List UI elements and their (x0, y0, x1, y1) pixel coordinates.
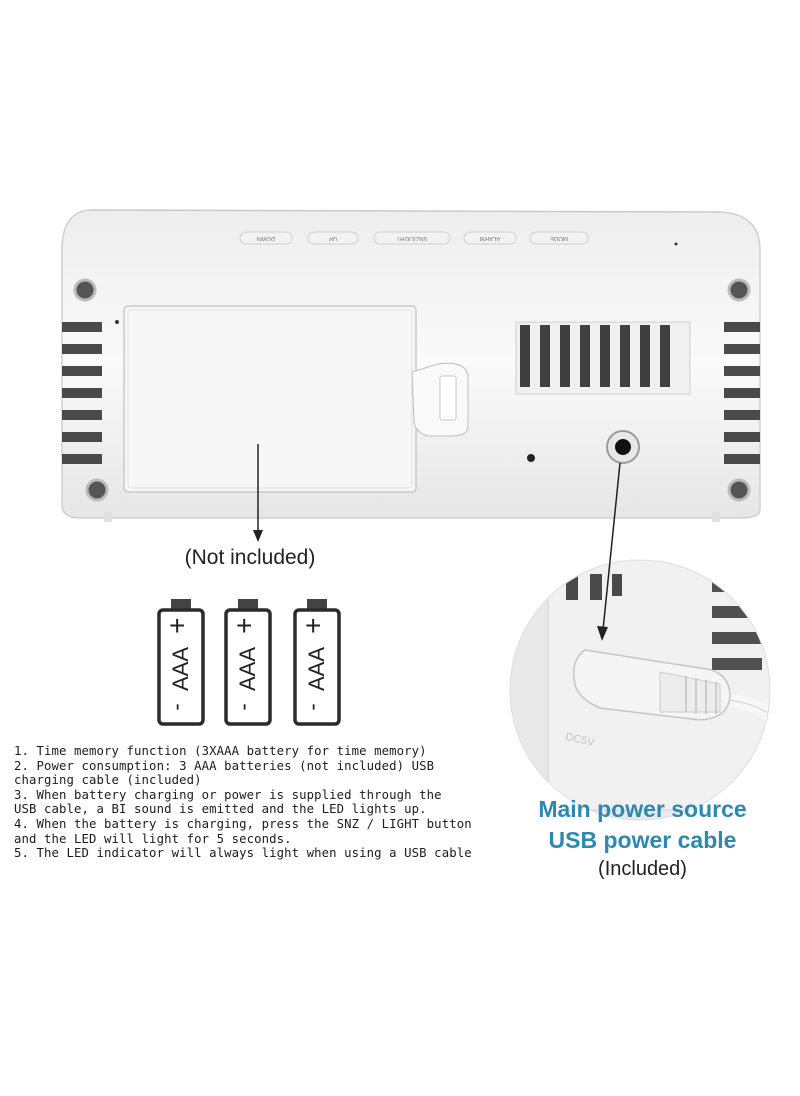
main-power-line2: USB power cable (548, 827, 737, 853)
button-label-alarm: ALARM (479, 235, 501, 241)
battery-2-text: + AAA - (230, 610, 266, 724)
aaa-battery-icon (224, 599, 272, 726)
clock-back-panel (61, 209, 761, 522)
plus-sign: + (236, 610, 253, 641)
note-line: USB cable, a BI sound is emitted and the… (14, 802, 427, 817)
aaa-label: AAA (304, 646, 329, 692)
button-label-up: UP (328, 235, 338, 241)
main-power-heading: Main power source USB power cable (505, 794, 780, 856)
note-line: 1. Time memory function (3XAAA battery f… (14, 744, 427, 758)
button-label-snz-light: SNZ/LIGHT (396, 235, 428, 241)
note-line: 2. Power consumption: 3 AAA batteries (n… (14, 758, 435, 773)
main-power-line1: Main power source (538, 796, 747, 822)
plus-sign: + (305, 610, 322, 641)
aaa-battery-icons (157, 599, 341, 726)
battery-arrow (253, 444, 263, 542)
battery-not-included-caption: (Not included) (184, 546, 316, 569)
plus-sign: + (169, 610, 186, 641)
usb-arrow (597, 462, 621, 641)
cable-included-caption: (Included) (598, 858, 687, 880)
note-line: charging cable (included) (14, 773, 202, 788)
feature-notes: 1. Time memory function (3XAAA battery f… (14, 744, 514, 861)
usb-plug-closeup: DC5V (509, 559, 771, 821)
note-line: 3. When battery charging or power is sup… (14, 787, 442, 802)
aaa-label: AAA (235, 646, 260, 692)
aaa-battery-icon (157, 599, 205, 726)
top-buttons (239, 231, 589, 245)
battery-cover (123, 305, 469, 493)
note-line: 4. When the battery is charging, press t… (14, 816, 472, 831)
note-line: and the LED will light for 5 seconds. (14, 831, 292, 846)
minus-sign: - (230, 703, 256, 711)
speaker-grille (515, 321, 691, 395)
button-label-mode: MODE (550, 235, 568, 241)
minus-sign: - (163, 703, 189, 711)
button-label-down: DOWN (256, 235, 276, 241)
aaa-label: AAA (168, 646, 193, 692)
battery-1-text: + AAA - (163, 610, 199, 724)
aaa-battery-icon (293, 599, 341, 726)
minus-sign: - (299, 703, 325, 711)
left-vents (62, 322, 102, 464)
right-vents (724, 322, 760, 464)
battery-3-text: + AAA - (299, 610, 335, 724)
note-line: 5. The LED indicator will always light w… (14, 846, 472, 861)
